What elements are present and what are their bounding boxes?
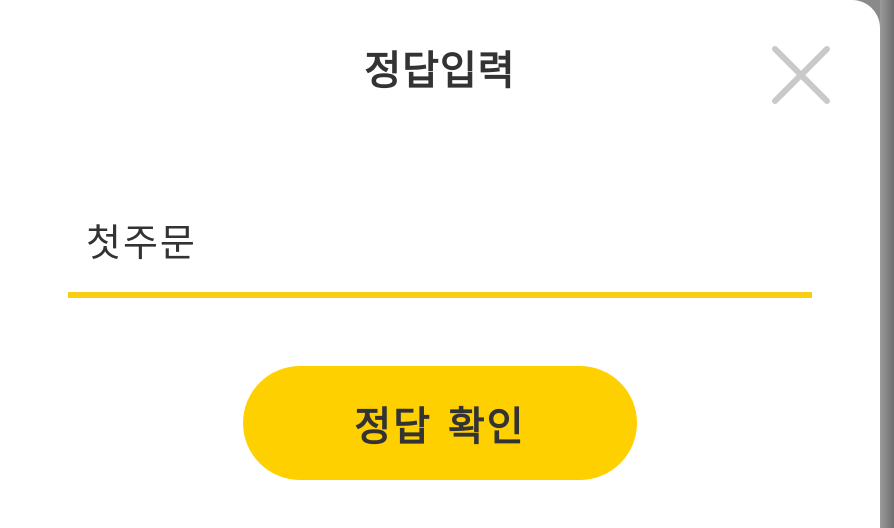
background-edge [880, 0, 894, 528]
answer-field [68, 198, 812, 298]
close-button[interactable] [770, 44, 832, 106]
answer-input[interactable] [86, 204, 786, 274]
confirm-answer-button[interactable]: 정답 확인 [243, 366, 637, 480]
dialog-title: 정답입력 [364, 48, 516, 94]
close-icon [772, 46, 830, 104]
